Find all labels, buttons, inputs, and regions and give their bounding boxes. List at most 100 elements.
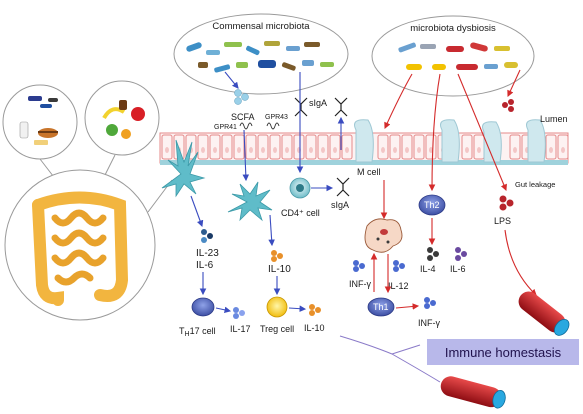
siga-antibody-icon xyxy=(294,97,350,197)
commensal-microbiota-bubble: Commensal microbiota xyxy=(173,13,349,95)
epithelial-cell xyxy=(389,134,401,160)
epithelial-cell xyxy=(509,134,521,160)
cell-nucleus xyxy=(477,147,481,153)
scfa-label: SCFA xyxy=(231,112,255,122)
th17-label: TH17 cell xyxy=(179,326,216,338)
th1-label: Th1 xyxy=(373,302,389,312)
epithelial-cell xyxy=(413,134,425,160)
cell-nucleus xyxy=(309,147,313,153)
gpr41-label: GPR41 xyxy=(214,124,237,131)
macrophage-cell xyxy=(364,218,403,253)
il10-mid-label: IL-10 xyxy=(268,264,291,275)
intestine-icon xyxy=(32,199,64,306)
epithelial-cell xyxy=(293,134,305,160)
banana-icon xyxy=(102,107,126,120)
epithelial-cell xyxy=(197,134,209,160)
blue-arrows xyxy=(190,71,345,314)
epithelial-cell xyxy=(233,134,245,160)
epithelial-cell xyxy=(329,134,341,160)
cell-nucleus xyxy=(333,147,337,153)
th2-label: Th2 xyxy=(424,200,440,210)
epithelial-cell xyxy=(545,134,557,160)
dysbiosis-bubble: microbiota dysbiosis xyxy=(371,15,535,97)
cell-nucleus xyxy=(429,147,433,153)
cell-nucleus xyxy=(285,147,289,153)
blood-vessel-bottom xyxy=(440,376,506,409)
red-arrows xyxy=(370,69,537,310)
epithelial-cell xyxy=(461,134,473,160)
cell-nucleus xyxy=(381,147,385,153)
cell-nucleus xyxy=(393,147,397,153)
il6-right-label: IL-6 xyxy=(450,264,466,274)
epithelial-cell xyxy=(269,134,281,160)
epithelial-cell xyxy=(161,134,173,160)
cell-nucleus xyxy=(261,147,265,153)
epithelial-cell xyxy=(245,134,257,160)
cell-nucleus xyxy=(273,147,277,153)
cd4-cell-label: CD4⁺ cell xyxy=(281,208,320,218)
epithelial-cell xyxy=(557,134,569,160)
cytokine-il12 xyxy=(393,260,405,272)
cell-nucleus xyxy=(549,147,553,153)
pathogen-cluster xyxy=(398,42,518,70)
il17-label: IL-17 xyxy=(230,324,251,334)
lumen-label: Lumen xyxy=(540,114,568,124)
cytokine-il17 xyxy=(233,307,245,319)
gpr41-receptor-icon xyxy=(239,122,253,130)
vegetable-icon xyxy=(106,124,118,136)
scfa-molecules xyxy=(234,89,249,105)
il23-label: IL-23 xyxy=(196,248,219,259)
infg-out-label: INF-γ xyxy=(418,318,440,328)
milk-bottle-icon xyxy=(19,121,29,139)
epithelial-cell xyxy=(377,134,389,160)
epithelial-cell xyxy=(425,134,437,160)
cell-nucleus xyxy=(213,147,217,153)
cell-nucleus xyxy=(201,147,205,153)
cell-nucleus xyxy=(225,147,229,153)
siga-mid-label: sIgA xyxy=(331,200,349,210)
cell-nucleus xyxy=(321,147,325,153)
epithelial-cell xyxy=(209,134,221,160)
dendritic-cell-top xyxy=(161,139,206,198)
diet-food-bubble xyxy=(2,84,78,160)
dendritic-cell-mid xyxy=(227,181,273,222)
cell-nucleus xyxy=(345,147,349,153)
cell-nucleus xyxy=(561,147,565,153)
cytokine-il10-mid xyxy=(271,250,283,262)
goblet-cells xyxy=(354,119,546,163)
lps-label: LPS xyxy=(494,216,511,226)
gut-leakage-label: Gut leakage xyxy=(515,180,555,189)
cytokine-il4 xyxy=(427,247,439,261)
epithelial-cell xyxy=(221,134,233,160)
th2-cell xyxy=(418,194,446,216)
th1-cell xyxy=(367,297,395,317)
gpr43-label: GPR43 xyxy=(265,114,288,121)
cell-nucleus xyxy=(405,147,409,153)
cell-nucleus xyxy=(417,147,421,153)
apple-icon xyxy=(131,107,145,121)
lps-molecules xyxy=(499,99,514,211)
cell-nucleus xyxy=(513,147,517,153)
m-cell-label: M cell xyxy=(357,167,381,177)
cell-nucleus xyxy=(249,147,253,153)
diet-fruit-bubble xyxy=(84,80,160,156)
cell-nucleus xyxy=(165,147,169,153)
grey-connectors xyxy=(339,335,441,383)
immune-homeostasis-banner xyxy=(427,339,579,365)
treg-label: Treg cell xyxy=(260,324,294,334)
blood-vessel-right xyxy=(518,291,570,336)
il6-left-label: IL-6 xyxy=(196,260,214,271)
epithelial-cell xyxy=(401,134,413,160)
cytokine-il10-out xyxy=(309,304,321,316)
cytokine-il6-right xyxy=(455,247,467,261)
siga-top-label: sIgA xyxy=(309,98,327,108)
cytokine-il23-il6 xyxy=(201,229,213,243)
epithelial-cell xyxy=(305,134,317,160)
epithelial-cell xyxy=(317,134,329,160)
epithelial-cell xyxy=(281,134,293,160)
cell-nucleus xyxy=(465,147,469,153)
cytokine-infg-left xyxy=(353,260,365,272)
treg-cell xyxy=(266,296,288,318)
bacteria-cluster xyxy=(186,41,334,73)
